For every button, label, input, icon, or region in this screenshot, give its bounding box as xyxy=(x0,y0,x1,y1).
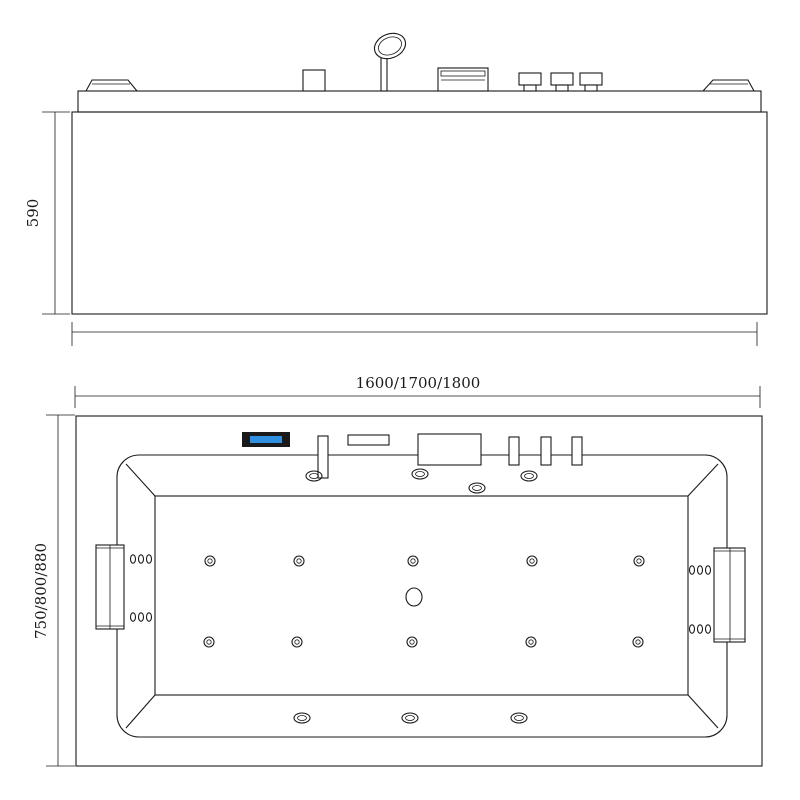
spout-icon xyxy=(302,69,326,92)
hand-shower-icon xyxy=(373,32,407,92)
length-label: 1600/1700/1800 xyxy=(356,374,481,392)
tub-deck xyxy=(75,415,763,767)
headrest-left-icon xyxy=(85,79,138,92)
valve-knob-icon xyxy=(518,72,603,92)
side-view: 590 xyxy=(24,32,768,346)
rim-jets-bottom xyxy=(293,712,528,724)
tub-basin xyxy=(154,495,689,696)
height-dimension: 590 xyxy=(24,111,70,315)
floor-jets-icon xyxy=(203,555,645,648)
side-body xyxy=(71,111,768,315)
valves-top-icon xyxy=(508,436,583,466)
side-rim xyxy=(77,90,762,113)
length-dimension: 1600/1700/1800 xyxy=(74,374,761,408)
control-panel-icon xyxy=(437,67,489,92)
width-label: 750/800/880 xyxy=(32,543,50,639)
basin-bevels xyxy=(125,463,719,729)
pillow-left-icon xyxy=(95,544,125,630)
air-jets-right-icon xyxy=(688,565,712,634)
rim-jets-top xyxy=(305,468,538,494)
control-box-icon xyxy=(417,433,482,466)
height-label: 590 xyxy=(24,199,42,228)
width-dimension: 750/800/880 xyxy=(32,414,75,767)
spout-top-icon xyxy=(317,435,329,479)
air-jets-left-icon xyxy=(129,554,153,622)
top-view: 1600/1700/1800 750/800/880 xyxy=(32,374,763,767)
small-panel-icon xyxy=(347,434,390,446)
drain-icon xyxy=(405,587,423,607)
length-dimension-side xyxy=(71,322,758,346)
headrest-right-icon xyxy=(702,79,755,92)
pillow-right-icon xyxy=(713,547,746,643)
display-panel-icon xyxy=(242,432,290,447)
